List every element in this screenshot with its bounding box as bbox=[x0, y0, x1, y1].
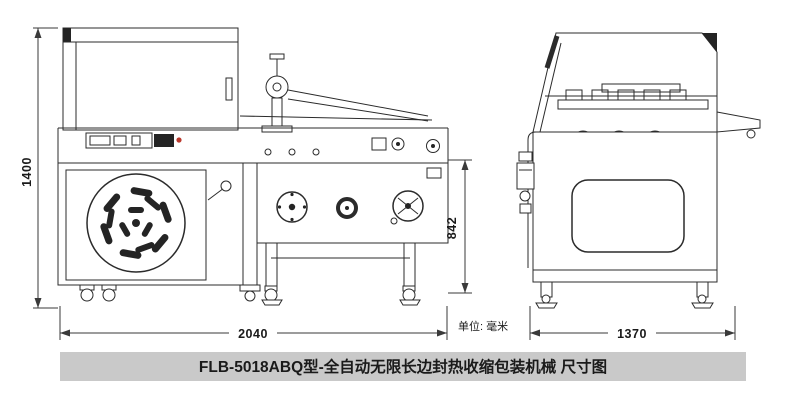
dim-label-2040: 2040 bbox=[238, 327, 268, 341]
frame-legs bbox=[79, 242, 421, 306]
shrink-tunnel-hood bbox=[62, 27, 239, 131]
film-roll-assembly bbox=[239, 53, 433, 133]
side-body bbox=[532, 131, 718, 283]
dim-label-1400: 1400 bbox=[20, 157, 34, 187]
outfeed-tray bbox=[716, 111, 761, 139]
diagram-title: FLB-5018ABQ型-全自动无限长边封热收缩包装机械 尺寸图 bbox=[199, 357, 607, 376]
power-indicator bbox=[176, 137, 182, 143]
perforated-disc bbox=[100, 187, 172, 259]
dim-label-1370: 1370 bbox=[617, 327, 647, 341]
adjust-knob-left bbox=[276, 191, 308, 223]
dimension-depth-1370: 1370 bbox=[529, 306, 736, 341]
conveyor-body-panel bbox=[256, 162, 449, 244]
side-hood bbox=[532, 32, 718, 133]
front-view bbox=[57, 27, 449, 306]
side-legs bbox=[535, 281, 714, 309]
title-banner-background bbox=[60, 352, 746, 381]
dimension-length-2040: 2040 bbox=[59, 306, 448, 341]
work-table bbox=[57, 127, 449, 164]
control-panel bbox=[85, 132, 182, 149]
air-filter-unit bbox=[516, 131, 542, 268]
title-banner: FLB-5018ABQ型-全自动无限长边封热收缩包装机械 尺寸图 bbox=[60, 352, 746, 381]
adjust-knob-right bbox=[390, 190, 424, 225]
sealing-cabinet bbox=[57, 162, 244, 286]
dim-label-842: 842 bbox=[445, 217, 459, 239]
adjust-knob-center bbox=[336, 197, 358, 219]
side-view bbox=[516, 32, 761, 309]
unit-label: 单位: 毫米 bbox=[458, 319, 508, 333]
dimension-height-1400: 1400 bbox=[20, 27, 58, 309]
centre-column bbox=[239, 162, 261, 302]
dimension-height-842: 842 bbox=[445, 159, 472, 294]
